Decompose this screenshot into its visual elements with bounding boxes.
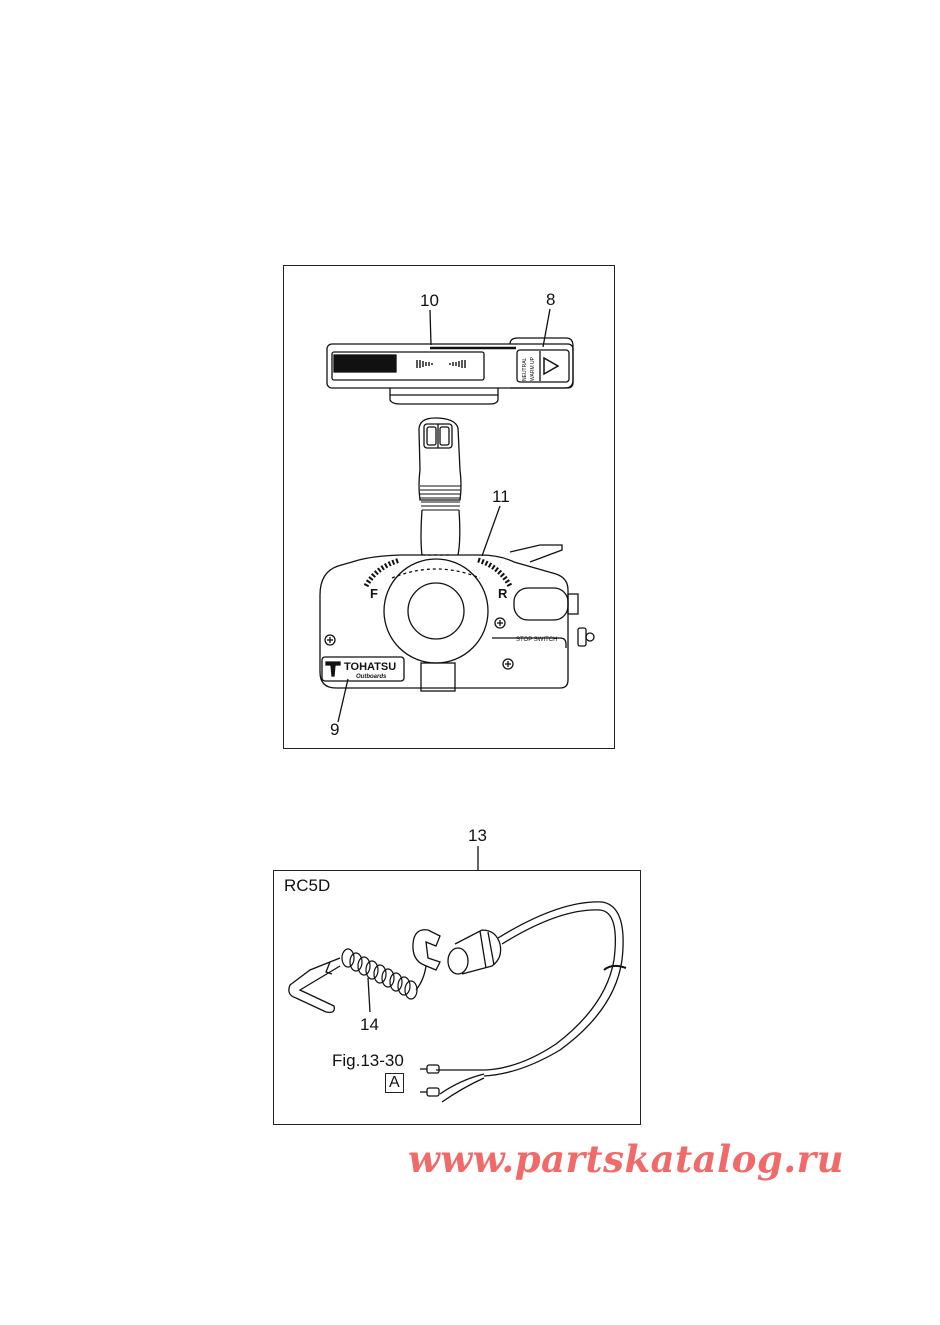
brand-sub-text: Outboards <box>356 674 387 680</box>
watermark: www.partskatalog.ru <box>408 1137 845 1181</box>
leader-14 <box>367 977 371 1013</box>
reference-letter-box: A <box>385 1073 404 1093</box>
callout-14: 14 <box>360 1015 379 1034</box>
callout-8: 8 <box>546 290 556 309</box>
neutral-label: NEUTRAL <box>522 357 528 381</box>
leader-10 <box>429 309 432 346</box>
part-14-lanyard <box>288 948 427 1014</box>
part-11-lever <box>418 417 462 556</box>
leader-11 <box>481 505 501 557</box>
part-9-control-box <box>319 544 595 692</box>
part-10-top-plate <box>326 337 574 405</box>
callout-13: 13 <box>468 826 487 845</box>
figure-reference[interactable]: Fig.13-30 <box>332 1051 404 1070</box>
leader-9 <box>337 678 349 723</box>
callout-11: 11 <box>492 487 510 506</box>
model-label: RC5D <box>284 876 331 895</box>
lower-figure-frame <box>273 870 641 1125</box>
warmup-label: WARM UP <box>530 356 536 381</box>
leader-8 <box>542 308 551 348</box>
callout-10: 10 <box>420 291 439 310</box>
forward-mark: F <box>370 586 378 601</box>
part-13-stop-switch-cable <box>412 901 627 1103</box>
stop-switch-label: STOP SWITCH <box>516 637 557 643</box>
brand-logo-text: TOHATSU <box>344 661 396 673</box>
upper-figure-frame <box>283 265 615 749</box>
reverse-mark: R <box>498 586 508 601</box>
callout-9: 9 <box>330 720 340 739</box>
